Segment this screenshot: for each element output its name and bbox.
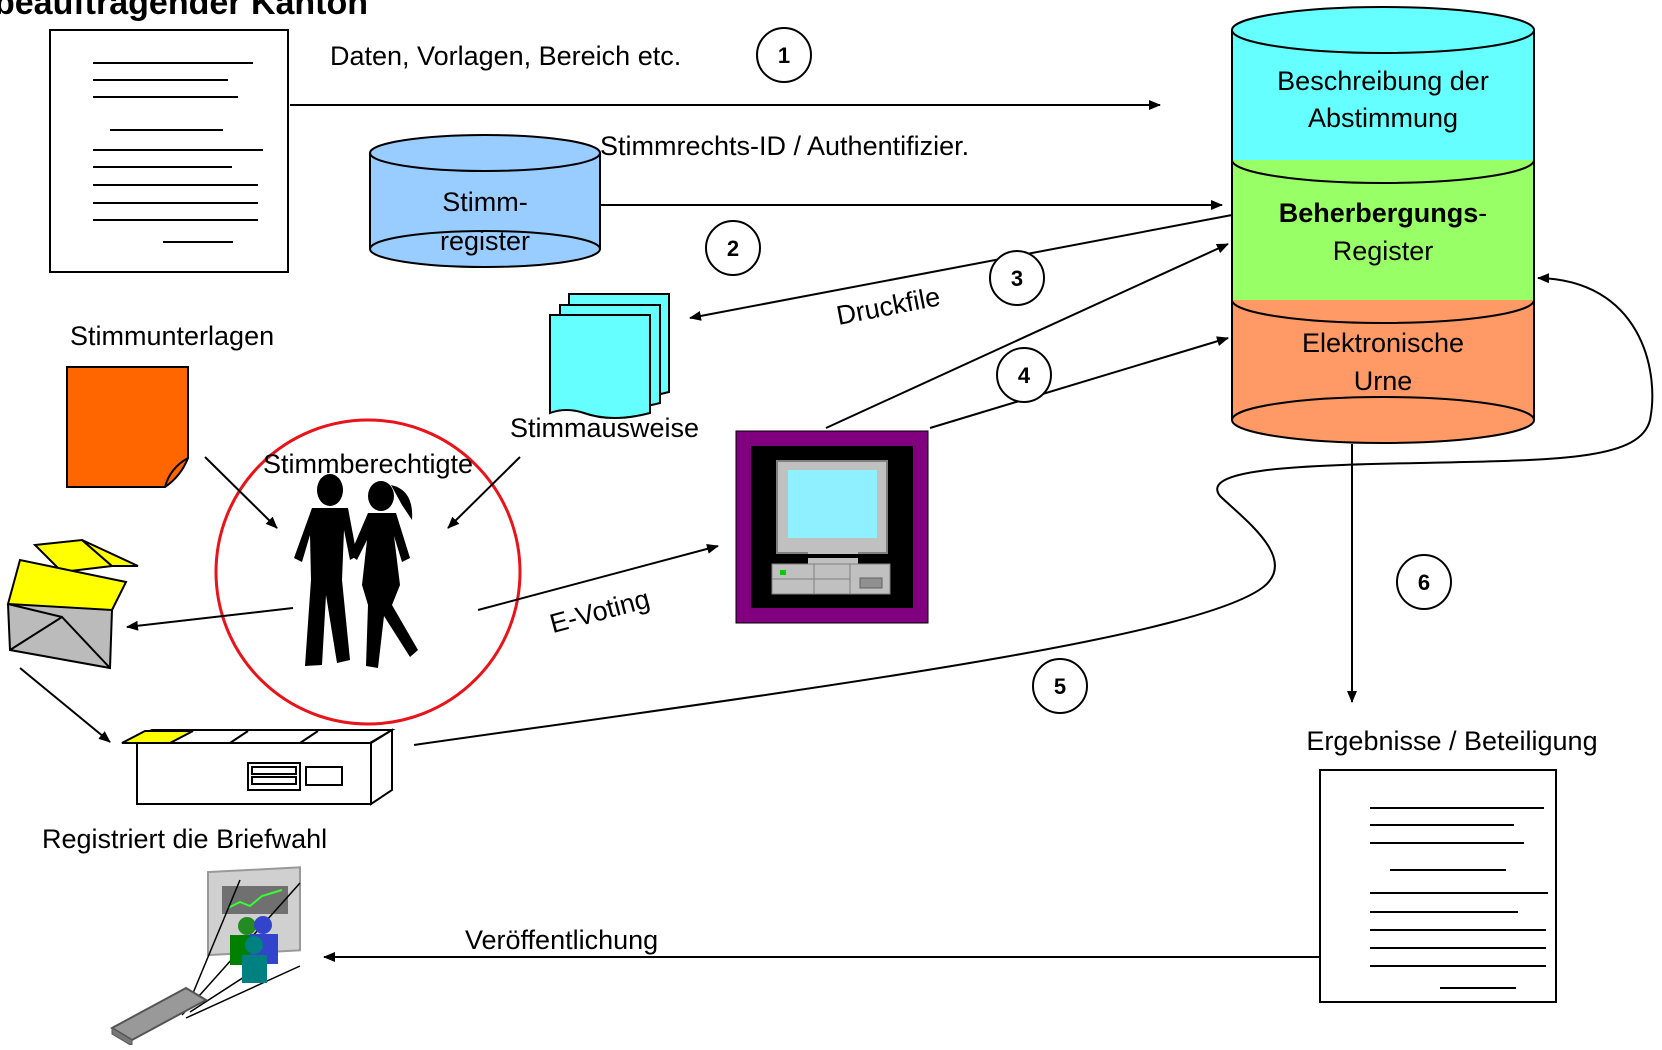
flow-4b-arrow <box>929 336 1229 429</box>
evoting-label: E-Voting <box>546 584 652 639</box>
envelope-icon <box>6 538 139 670</box>
svg-text:1: 1 <box>778 43 790 68</box>
step-5-badge: 5 <box>1032 658 1088 714</box>
svg-text:4: 4 <box>1018 363 1031 388</box>
db-description-line2: Abstimmung <box>1308 103 1458 133</box>
materials-to-voters-arrow <box>204 456 278 529</box>
svg-text:2: 2 <box>727 236 739 261</box>
step-6-badge: 6 <box>1396 554 1452 610</box>
evoting-arrow <box>477 544 719 611</box>
step-3-badge: 3 <box>989 250 1045 306</box>
results-label: Ergebnisse / Beteiligung <box>1306 726 1597 756</box>
publication-label: Veröffentlichung <box>465 925 658 955</box>
db-urn-line2: Urne <box>1354 366 1413 396</box>
mail-scanner-icon <box>121 728 396 806</box>
mail-to-scanner-arrow <box>19 667 111 743</box>
voting-materials-label: Stimmunterlagen <box>70 321 274 351</box>
svg-text:3: 3 <box>1011 266 1023 291</box>
computer-terminal-icon <box>735 430 929 624</box>
flow-5-arrow <box>413 273 1654 746</box>
flow-3-arrow <box>689 214 1233 321</box>
voter-register-database <box>369 134 601 268</box>
voting-cards-label: Stimmausweise <box>510 413 699 443</box>
flow-2-label: Stimmrechts-ID / Authentifizier. <box>600 131 969 161</box>
voters-silhouette-icon <box>294 474 418 668</box>
db-urn-line1: Elektronische <box>1302 328 1464 358</box>
cards-to-voters-arrow <box>447 456 521 529</box>
results-document-icon <box>1319 769 1557 1003</box>
svg-text:6: 6 <box>1418 570 1430 595</box>
voter-register-line1: Stimm- <box>442 187 527 217</box>
svg-text:5: 5 <box>1054 674 1066 699</box>
step-4-badge: 4 <box>996 347 1052 403</box>
step-1-badge: 1 <box>756 27 812 83</box>
presentation-icon <box>109 866 301 1047</box>
flow-4a-arrow <box>825 243 1229 429</box>
db-register-line2: Register <box>1333 236 1434 266</box>
flow-1-label: Daten, Vorlagen, Bereich etc. <box>330 41 681 71</box>
mail-registration-label: Registriert die Briefwahl <box>42 824 327 854</box>
voting-cards-icon <box>549 293 670 419</box>
central-database <box>1231 6 1535 444</box>
step-2-badge: 2 <box>705 220 761 276</box>
voting-materials-icon <box>66 366 189 488</box>
voters-label: Stimmberechtigte <box>263 449 473 479</box>
voter-register-line2: register <box>440 226 530 256</box>
voters-to-mail-arrow <box>126 607 294 631</box>
db-description-line1: Beschreibung der <box>1277 66 1489 96</box>
source-document-icon <box>49 29 289 273</box>
druckfile-label: Druckfile <box>834 281 943 330</box>
db-register-line1: Beherbergungs- <box>1279 198 1488 228</box>
page-title: beauftragender Kanton <box>0 0 368 22</box>
